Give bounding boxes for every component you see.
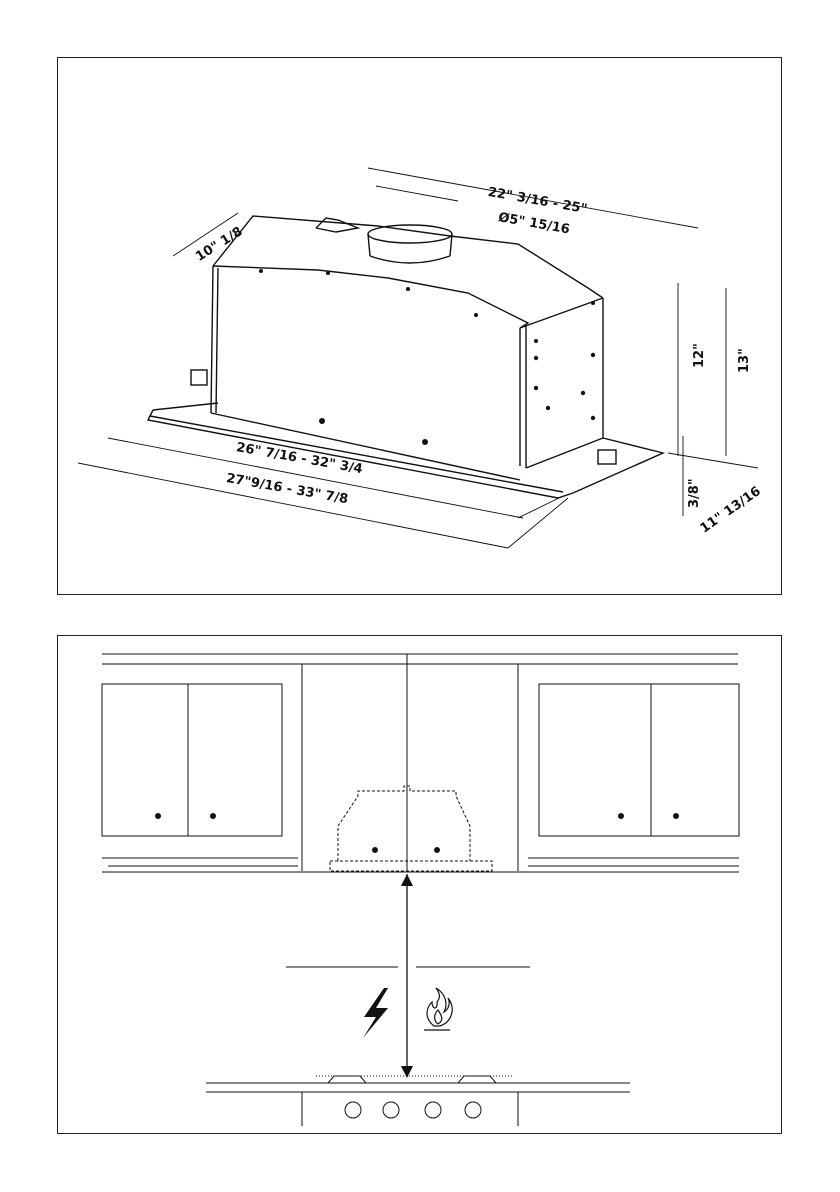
mounting-clamp (598, 450, 616, 464)
outer-length-label: 27"9/16 - 33" 7/8 (225, 471, 349, 507)
right-wall-cabinet (539, 684, 739, 836)
damper-flap (316, 218, 358, 232)
duct-diameter-label: Ø5" 15/16 (497, 210, 571, 237)
height-total-label: 13" (737, 348, 752, 373)
electric-box (191, 370, 207, 385)
hood-drawing: 22" 3/16 - 25" Ø5" 15/16 10" 1/8 12" 13"… (58, 58, 783, 596)
installation-panel (57, 635, 782, 1134)
hood-left-edge (211, 266, 213, 413)
hood-flange-front (148, 410, 573, 498)
hood-outline-dashed (338, 786, 470, 861)
flange-depth-label: 11" 13/16 (698, 484, 764, 537)
flame-icon (424, 988, 452, 1030)
height-body-label: 12" (692, 343, 707, 368)
hood-dimension-panel: 22" 3/16 - 25" Ø5" 15/16 10" 1/8 12" 13"… (57, 57, 782, 595)
installation-drawing (58, 636, 783, 1135)
inner-length-label: 26" 7/16 - 32" 3/4 (235, 440, 364, 477)
left-burner (328, 1076, 366, 1083)
lightning-bolt-icon (363, 988, 388, 1038)
left-wall-cabinet (102, 684, 282, 836)
control-knobs (345, 1102, 481, 1118)
hood-top-front (213, 266, 528, 328)
hood-flange-right (573, 438, 663, 493)
right-burner (458, 1076, 496, 1083)
flange-thickness-label: 3/8" (687, 478, 702, 508)
